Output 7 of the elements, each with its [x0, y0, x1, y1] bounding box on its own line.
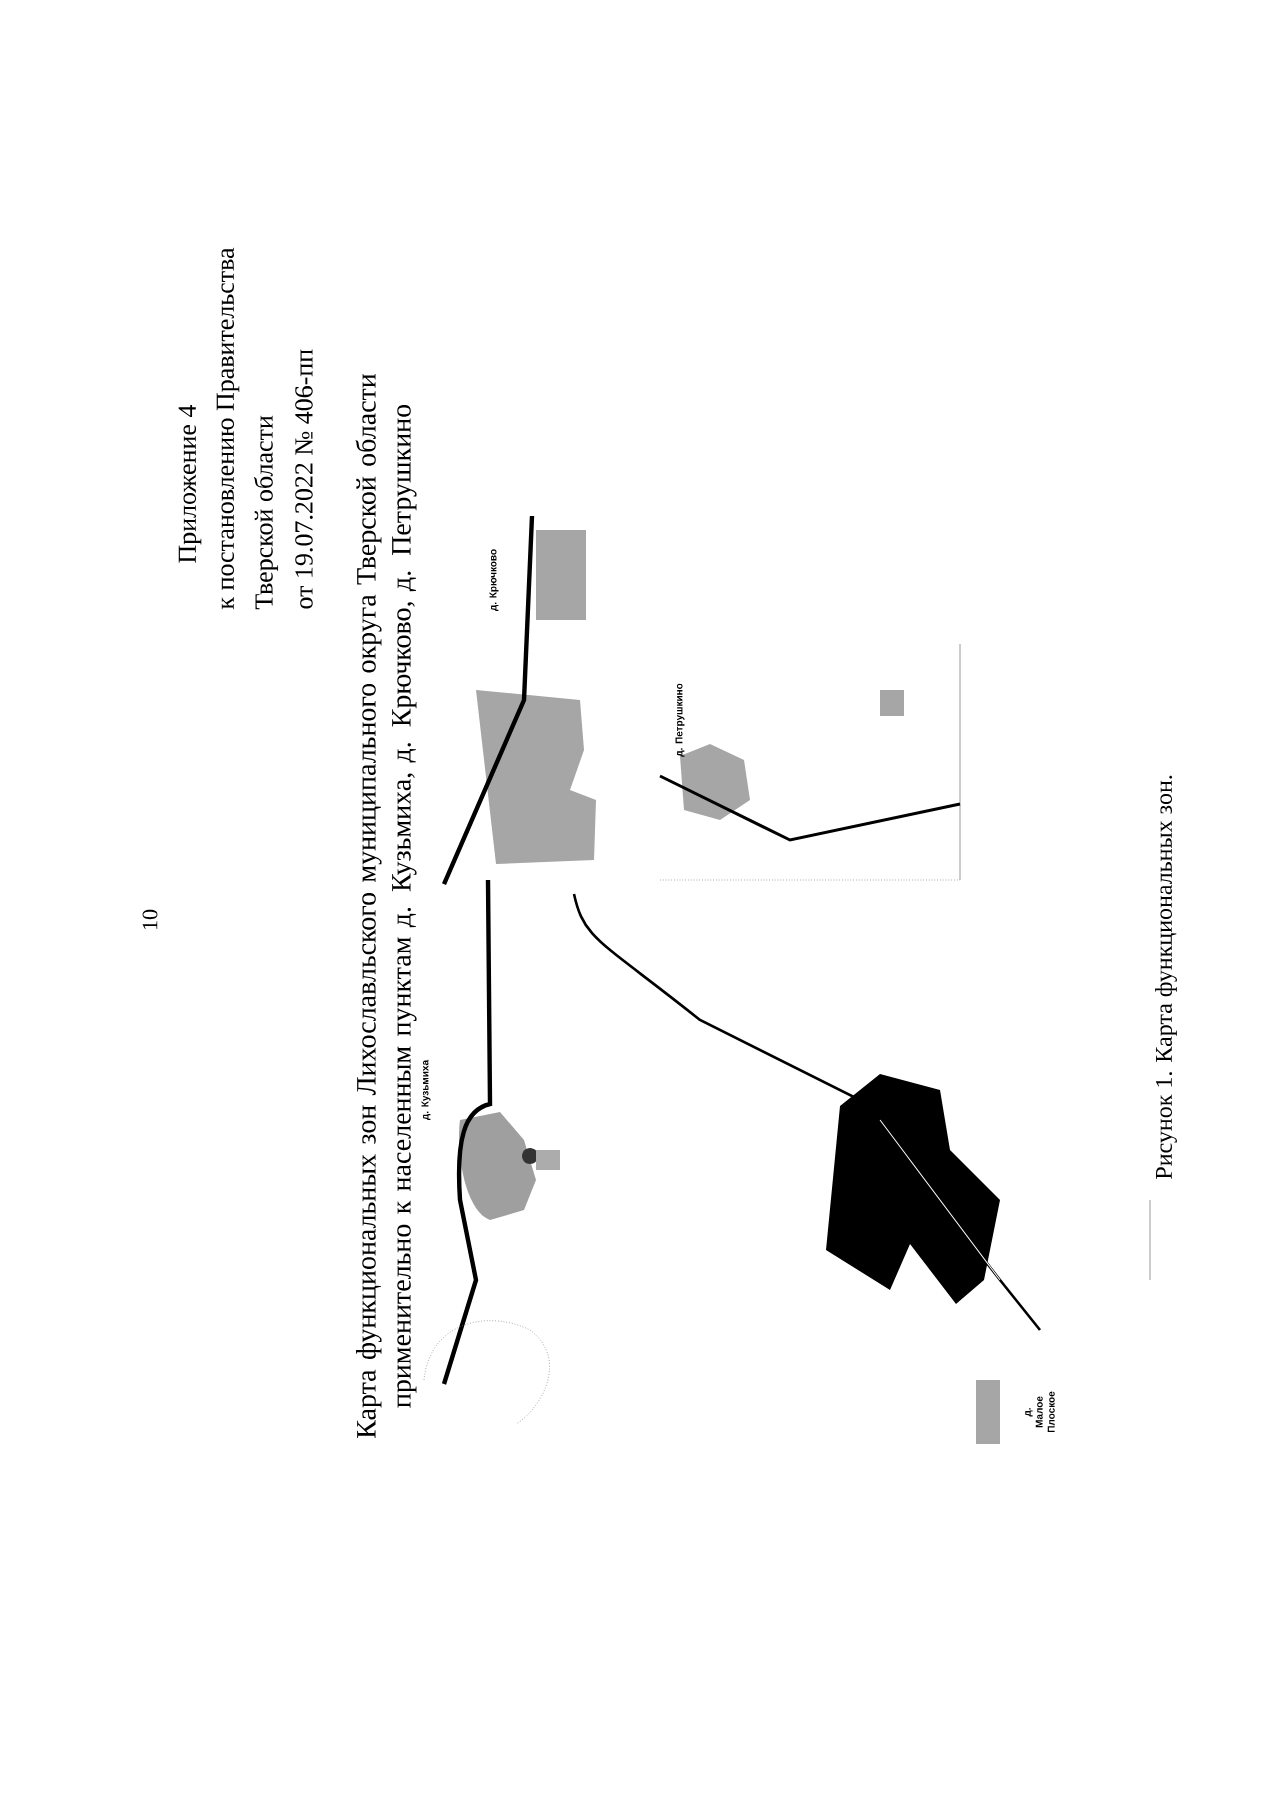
appendix-line: от 19.07.2022 № 406-пп [295, 349, 313, 609]
appendix-line: Тверской области [253, 415, 279, 610]
appendix-line: Приложение 4 [178, 405, 202, 563]
appendix-line: к постановлению Правительства [216, 247, 240, 610]
page-number: 10 [142, 909, 158, 930]
caption: Рисунок 1. Карта функциональных зон. [1155, 775, 1177, 1179]
title: Карта функциональных зон Лихославльского муниципального округа Тверской области применительно к населенным пунктам д. Кузьмиха, д. Крючково, д. Петрушкино [355, 373, 417, 1438]
